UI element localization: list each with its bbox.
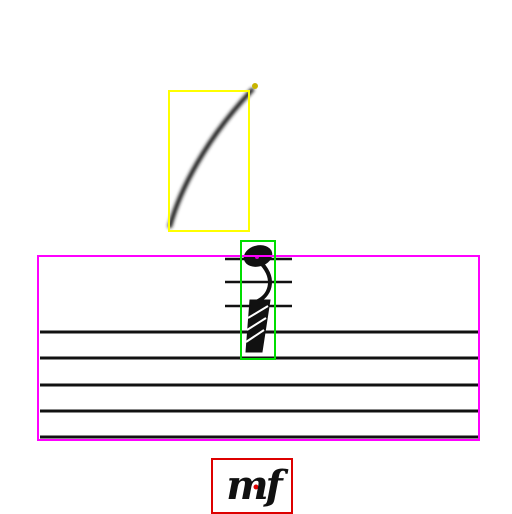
slur-endpoint-marker xyxy=(252,83,258,89)
staff-bounding-box[interactable] xyxy=(37,255,480,441)
note-bounding-box[interactable] xyxy=(240,240,276,360)
note-hatch-lines xyxy=(245,305,269,343)
dynamic-center-marker xyxy=(253,484,259,490)
slur-curve xyxy=(167,87,255,229)
dynamic-marking: mf xyxy=(226,462,283,509)
slur-bounding-box[interactable] xyxy=(168,90,250,232)
dynamic-bounding-box[interactable] xyxy=(211,458,293,514)
note-symbol xyxy=(243,245,273,353)
